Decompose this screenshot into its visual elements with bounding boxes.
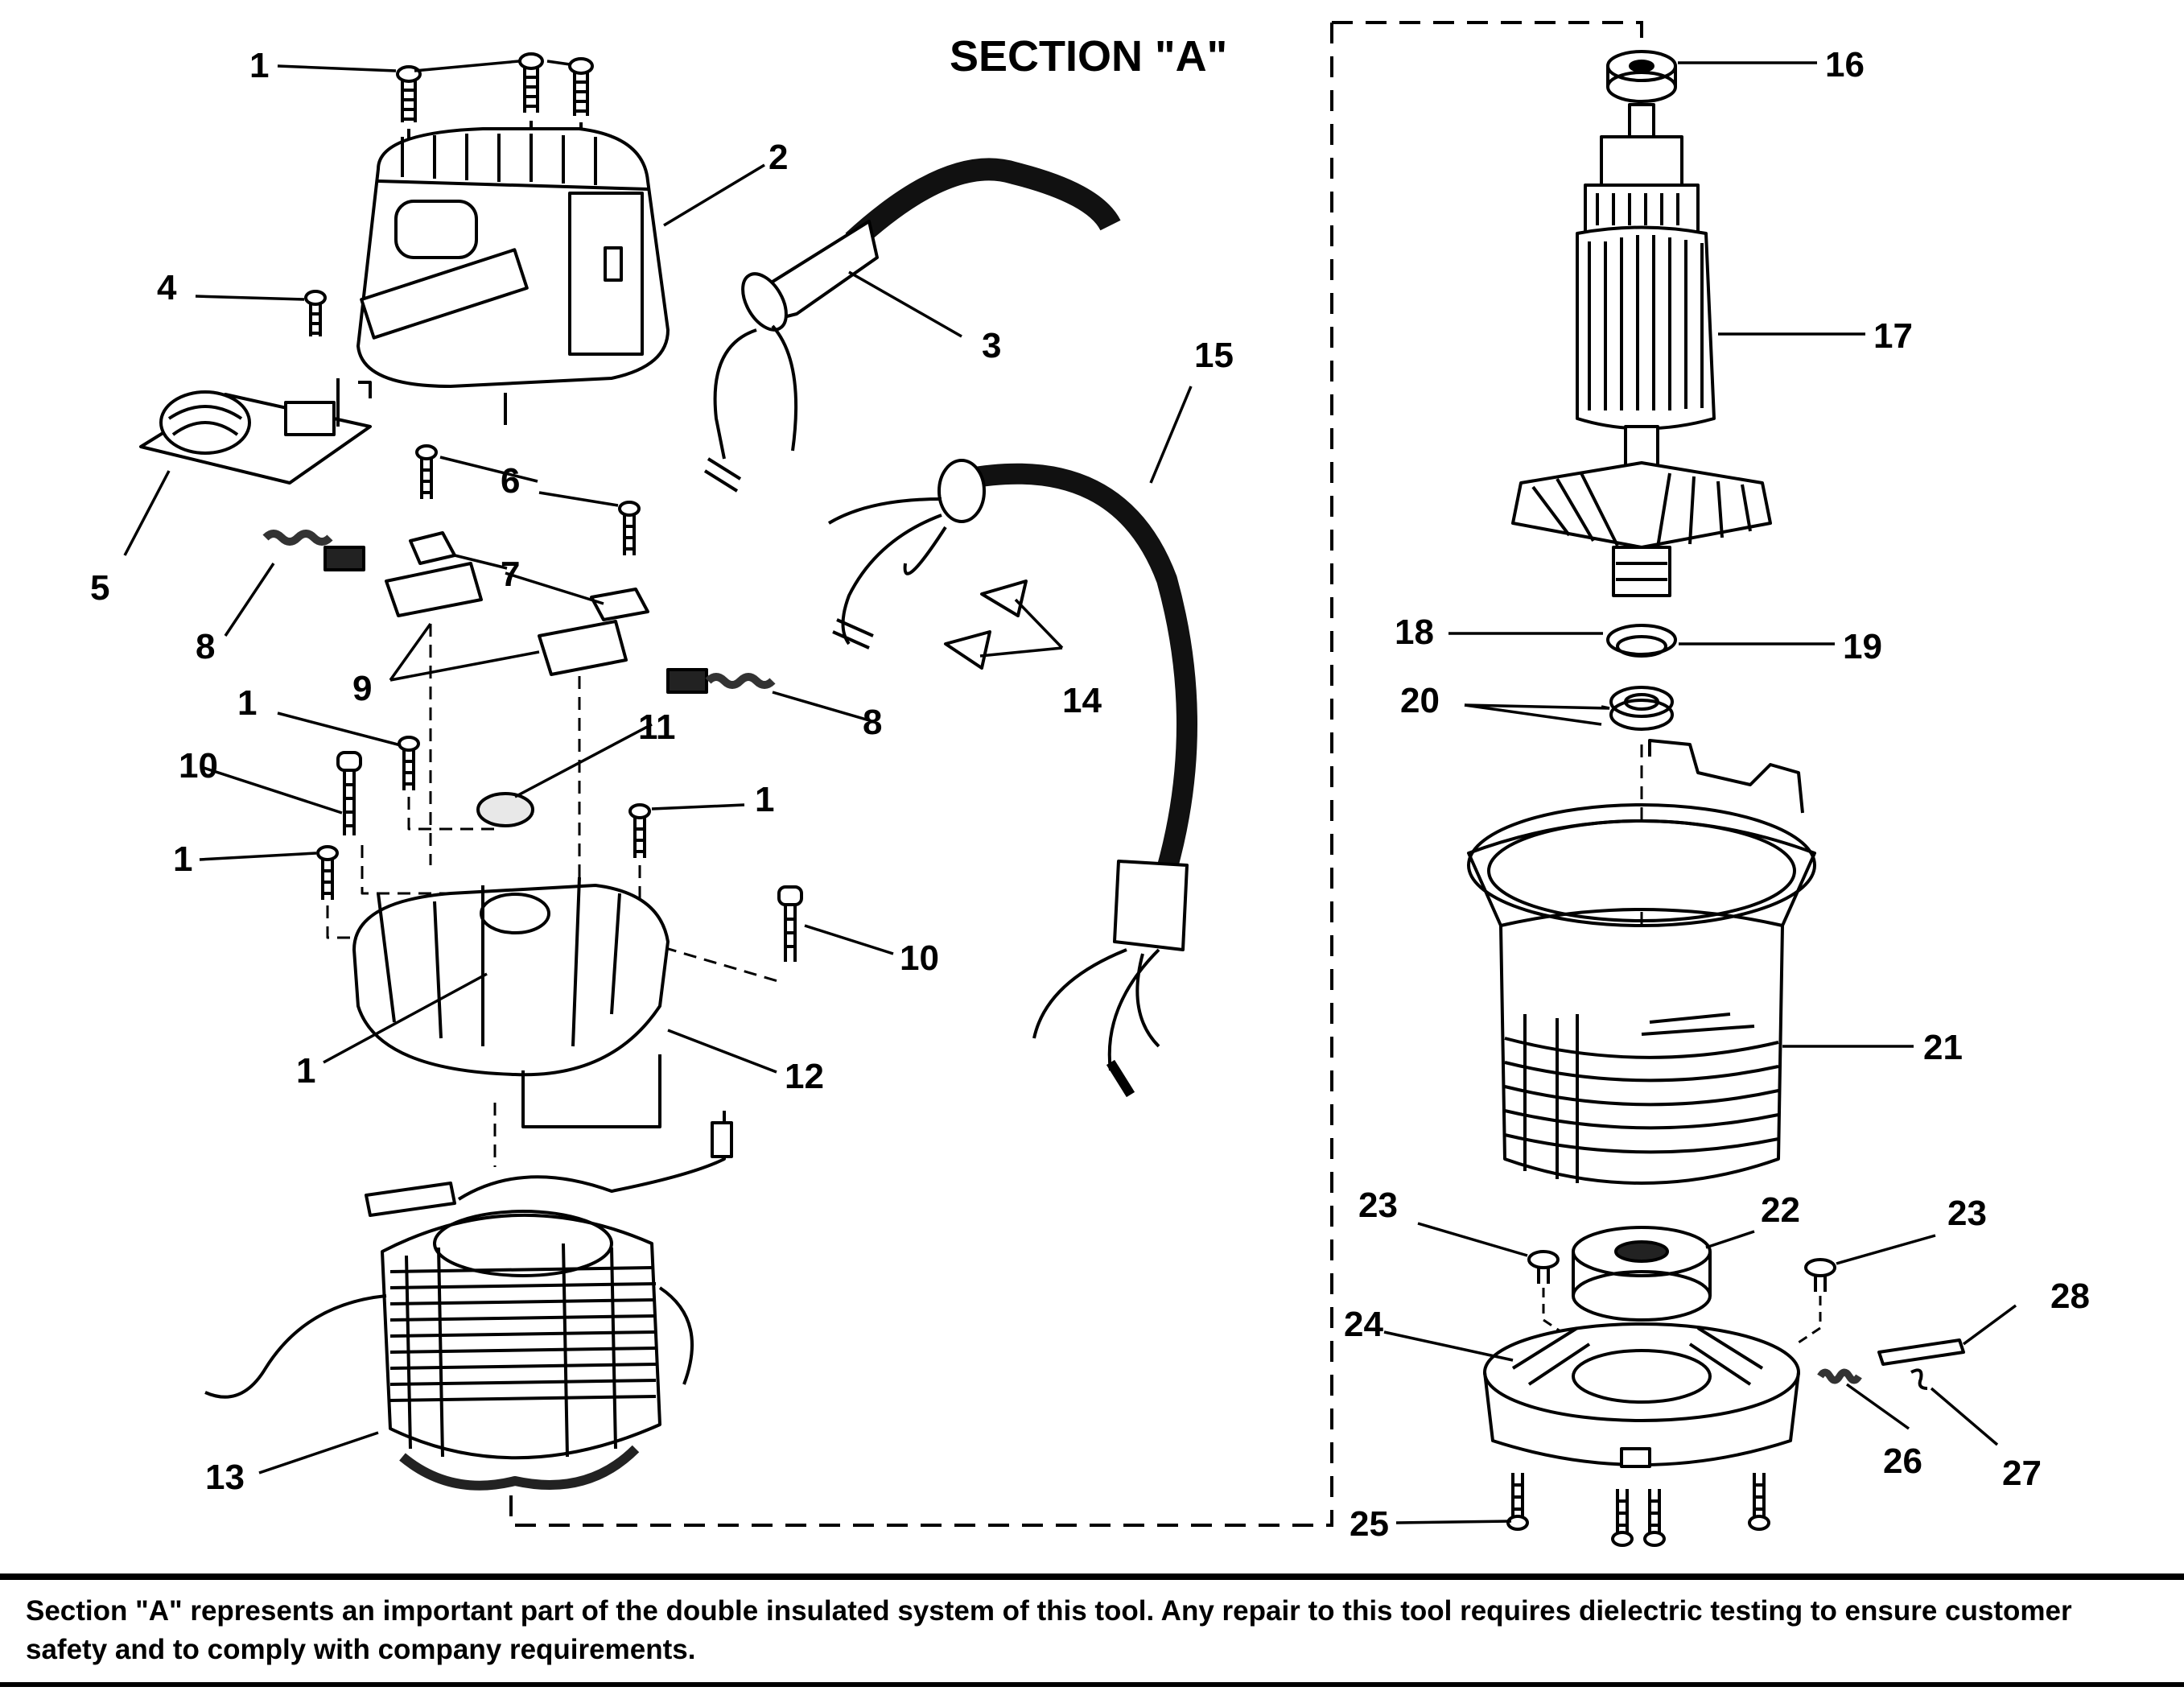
part-drawings [139,50,1965,1547]
brush-holder-right [538,620,628,676]
callout-13: 13 [205,1458,245,1497]
callout-10-right: 10 [900,938,939,978]
callout-26: 26 [1883,1441,1922,1481]
clip-27 [1910,1368,1928,1390]
callout-17: 17 [1873,316,1913,356]
callout-7: 7 [501,555,520,594]
screw-mid-10b [777,885,803,962]
spring-26 [1817,1368,1862,1384]
footer-rule-top [0,1573,2184,1580]
screw-top-1 [396,65,422,122]
footer-rule-bottom [0,1682,2184,1687]
brush-spring-right [666,668,776,694]
screw-top-2 [518,52,544,113]
motor-housing-cap [356,127,670,388]
callout-8-right: 8 [863,703,882,742]
callout-22: 22 [1761,1190,1800,1230]
callout-8-left: 8 [196,627,215,666]
field-coil [204,1111,733,1491]
top-bearing [1606,50,1677,103]
callout-27: 27 [2002,1454,2042,1493]
wire-nut-1 [980,579,1028,617]
cap-plug [476,792,534,827]
screw-mid-1a [398,736,420,790]
callout-11: 11 [638,707,676,747]
brush-clip-left [409,531,456,565]
callout-16: 16 [1825,45,1865,85]
callout-25: 25 [1350,1504,1389,1544]
callout-23-left: 23 [1358,1186,1398,1225]
callout-1-top: 1 [249,46,269,85]
pin-28 [1877,1338,1965,1366]
callout-14: 14 [1062,681,1102,720]
callout-12: 12 [785,1057,824,1096]
screw-mid-10a [336,751,362,835]
snap-ring [1606,624,1677,658]
callout-2: 2 [769,138,788,177]
bearing-20 [1609,686,1674,731]
screw-23-left [1527,1250,1560,1284]
brush-holder-left [385,562,483,617]
screw-top-3 [568,57,594,116]
screw-mid-1c [316,845,339,900]
callout-23-right: 23 [1947,1194,1987,1233]
power-cord-upper [703,158,1121,493]
callout-18: 18 [1395,612,1434,652]
screw-6-left [415,444,438,499]
brush-housing-base [352,876,670,1128]
power-cord-lower [827,459,1197,1098]
callout-15: 15 [1194,336,1234,375]
screws-25 [1506,1473,1770,1547]
footer-note: Section "A" represents an important part… [26,1595,2072,1665]
callout-labels: 1 2 3 4 5 6 7 8 8 9 1 10 11 1 1 10 1 12 … [90,45,2090,1544]
end-cap [1483,1322,1800,1468]
callout-19: 19 [1843,627,1882,666]
callout-1-mid-a: 1 [237,683,257,723]
switch-assembly [139,290,372,485]
callout-6: 6 [501,461,520,501]
callout-3: 3 [982,326,1001,365]
screw-6-right [618,501,641,555]
callout-9: 9 [352,669,372,708]
callout-1-mid-b: 1 [755,780,774,819]
armature [1511,103,1772,597]
callout-21: 21 [1923,1028,1963,1067]
brush-spring-left [262,530,365,571]
callout-24: 24 [1344,1305,1383,1344]
brush-clip-right [590,588,649,621]
screw-23-right [1804,1258,1836,1292]
motor-housing-cylinder [1467,739,1816,1185]
section-a-boundary [509,21,1643,1527]
wire-nut-2 [944,630,991,670]
callout-4: 4 [157,268,177,307]
callout-20: 20 [1400,681,1440,720]
rear-bearing [1572,1226,1712,1322]
callout-5: 5 [90,568,109,608]
section-title: SECTION "A" [950,32,1227,80]
leader-lines [123,60,2017,1524]
callout-1-mid-c: 1 [173,839,192,879]
callout-28: 28 [2050,1276,2090,1316]
callout-1-mid-d: 1 [296,1051,315,1091]
screw-mid-1b [628,803,651,858]
callout-10-left: 10 [179,746,218,786]
